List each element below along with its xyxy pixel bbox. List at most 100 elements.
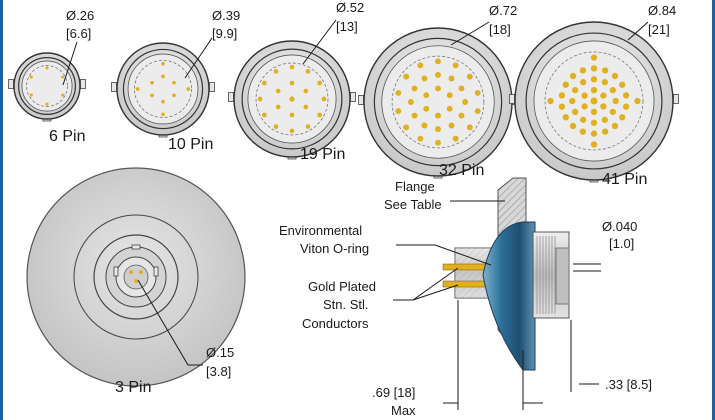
pin-dot bbox=[590, 119, 598, 126]
pin-dot bbox=[411, 85, 418, 92]
pin-dot bbox=[61, 93, 65, 97]
pin-dot bbox=[462, 99, 469, 105]
pin-dot bbox=[139, 270, 143, 274]
pin-dot bbox=[134, 279, 138, 283]
label-41pin: 41 Pin bbox=[602, 171, 647, 188]
pin-dot bbox=[572, 108, 579, 116]
dim-10pin-in: Ø.39 bbox=[212, 8, 240, 23]
pin-dot bbox=[579, 116, 587, 123]
pin-dot bbox=[634, 97, 641, 105]
pin-dot bbox=[161, 112, 165, 117]
pin-dot bbox=[466, 124, 473, 131]
pin-dot bbox=[257, 96, 263, 102]
pin-dot bbox=[562, 114, 569, 121]
pin-dot bbox=[619, 81, 626, 88]
pin-dot bbox=[129, 270, 133, 274]
pin-dot bbox=[29, 93, 33, 97]
dim-10pin: Ø.39 [9.9] bbox=[184, 8, 240, 79]
pin-dot bbox=[421, 75, 428, 82]
pin-dot bbox=[289, 96, 295, 102]
oring-label-2: Viton O-ring bbox=[300, 241, 369, 256]
dim-41pin-mm: [21] bbox=[648, 22, 670, 37]
pin-dot bbox=[581, 92, 588, 99]
pin-dot bbox=[275, 104, 281, 110]
pin-dot bbox=[403, 73, 410, 80]
label-19pin: 19 Pin bbox=[300, 146, 345, 163]
pin-dot bbox=[186, 87, 191, 91]
dim-19pin-mm: [13] bbox=[336, 19, 358, 34]
pin-dot bbox=[423, 105, 430, 112]
pin-dot bbox=[303, 104, 309, 110]
pin-dot bbox=[601, 67, 609, 74]
pin-dot bbox=[423, 92, 430, 99]
dim-32pin-mm: [18] bbox=[489, 22, 511, 37]
connector-diagram: Ø.26 [6.6] 6 Pin Ø.39 [9.9] 10 Pin Ø.52 … bbox=[8, 0, 679, 418]
pin-dot bbox=[601, 79, 609, 86]
pin-dot bbox=[590, 76, 598, 83]
pin-dot bbox=[590, 54, 598, 61]
pin-dot bbox=[395, 108, 402, 115]
pin-dot bbox=[600, 103, 607, 110]
pin-dot bbox=[452, 62, 459, 69]
dim-41pin-in: Ø.84 bbox=[648, 3, 676, 18]
pin-dot bbox=[150, 80, 154, 85]
pin-dot bbox=[161, 61, 165, 66]
pin-dot bbox=[611, 72, 619, 80]
pin-dia-mm: [1.0] bbox=[609, 236, 634, 251]
dim-3pin-mm: [3.8] bbox=[206, 364, 231, 379]
dim-6pin-mm: [6.6] bbox=[66, 26, 91, 41]
label-3pin: 3 Pin bbox=[115, 379, 151, 396]
oring-label-1: Environmental bbox=[279, 223, 362, 238]
pin-dot bbox=[273, 69, 279, 74]
dim-32pin-in: Ø.72 bbox=[489, 3, 517, 18]
pin-dot bbox=[458, 112, 465, 119]
pin-dot bbox=[262, 112, 267, 118]
pin-dot bbox=[466, 73, 473, 80]
dim-19pin-in: Ø.52 bbox=[336, 0, 364, 15]
pin-dot bbox=[474, 108, 481, 115]
pin-dot bbox=[590, 65, 598, 72]
pin-dot bbox=[452, 135, 459, 142]
pin-dot bbox=[435, 112, 441, 119]
pin-dia-in: Ø.040 bbox=[602, 219, 637, 234]
label-10pin: 10 Pin bbox=[168, 136, 213, 153]
pin-dot bbox=[619, 114, 626, 121]
pin-dot bbox=[562, 81, 569, 88]
pin-dot bbox=[273, 124, 279, 129]
pin-dot bbox=[579, 67, 587, 74]
pin-dot bbox=[569, 72, 577, 80]
pin-dot bbox=[29, 75, 33, 79]
pin-dot bbox=[303, 88, 309, 94]
pin-dot bbox=[558, 103, 566, 110]
length-dim: .69 [18] bbox=[372, 385, 415, 400]
pin-dot bbox=[289, 64, 295, 70]
pin-dot bbox=[547, 97, 554, 105]
dim-19pin: Ø.52 [13] bbox=[302, 0, 364, 65]
pin-dot bbox=[448, 75, 455, 82]
face-10pin bbox=[111, 42, 215, 138]
pin-dot bbox=[474, 89, 481, 96]
pin-dot bbox=[61, 75, 65, 79]
pin-dot bbox=[558, 92, 566, 99]
face-19pin bbox=[228, 40, 356, 160]
side-view bbox=[442, 177, 570, 371]
cond-label-2: Stn. Stl. bbox=[323, 297, 369, 312]
pin-dot bbox=[448, 122, 455, 129]
pin-dot bbox=[321, 96, 327, 102]
pin-dot bbox=[417, 135, 424, 142]
pin-dot bbox=[262, 80, 267, 86]
flange-label-2: See Table bbox=[384, 197, 442, 212]
pin-dot bbox=[569, 97, 576, 105]
flange-label-1: Flange bbox=[395, 179, 435, 194]
pin-dot bbox=[150, 93, 154, 98]
label-6pin: 6 Pin bbox=[49, 128, 85, 145]
pin-dot bbox=[601, 116, 609, 123]
pin-dot bbox=[590, 108, 598, 116]
pin-dot bbox=[161, 74, 165, 79]
pin-dot bbox=[612, 97, 619, 105]
pin-dot bbox=[569, 122, 577, 130]
dim-3pin-in: Ø.15 bbox=[206, 345, 234, 360]
pin-dot bbox=[172, 93, 176, 98]
pin-dot bbox=[317, 112, 322, 118]
